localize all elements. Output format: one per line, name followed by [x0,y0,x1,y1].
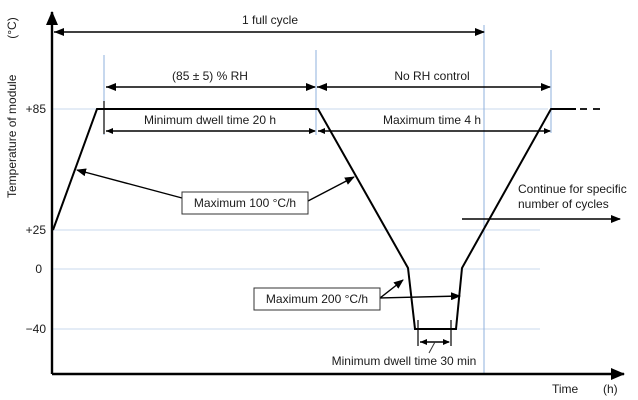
max-200-label: Maximum 200 °C/h [266,292,368,306]
max-4h-label: Maximum time 4 h [383,113,481,127]
y-tick-label: +85 [26,102,47,116]
rh-control-label: (85 ± 5) % RH [172,69,248,83]
x-axis-label: Time [552,382,579,396]
max-200-leader-up [379,279,404,299]
temperature-profile-line [52,108,576,330]
max-100-leader-left [76,168,183,199]
max-200-leader-right [379,292,461,301]
dwell-30min-label: Minimum dwell time 30 min [332,354,477,368]
no-rh-label: No RH control [394,69,469,83]
y-tick-label: +25 [26,223,47,237]
max-100-leader-right [307,176,355,202]
continue-label-line1: Continue for specific [518,182,627,196]
max-200-box [253,287,381,311]
max-100-box [181,191,309,215]
x-axis-unit: (h) [603,382,618,396]
continue-label-line2: number of cycles [518,197,609,211]
y-axis-unit: (°C) [5,17,19,38]
dwell-20h-label: Minimum dwell time 20 h [144,113,276,127]
y-tick-label: 0 [35,262,42,276]
max-100-label: Maximum 100 °C/h [194,196,296,210]
dwell-30min-leader [428,341,436,354]
y-tick-label: −40 [26,322,47,336]
y-axis-label: Temperature of module [5,74,19,198]
full-cycle-label: 1 full cycle [242,13,298,27]
